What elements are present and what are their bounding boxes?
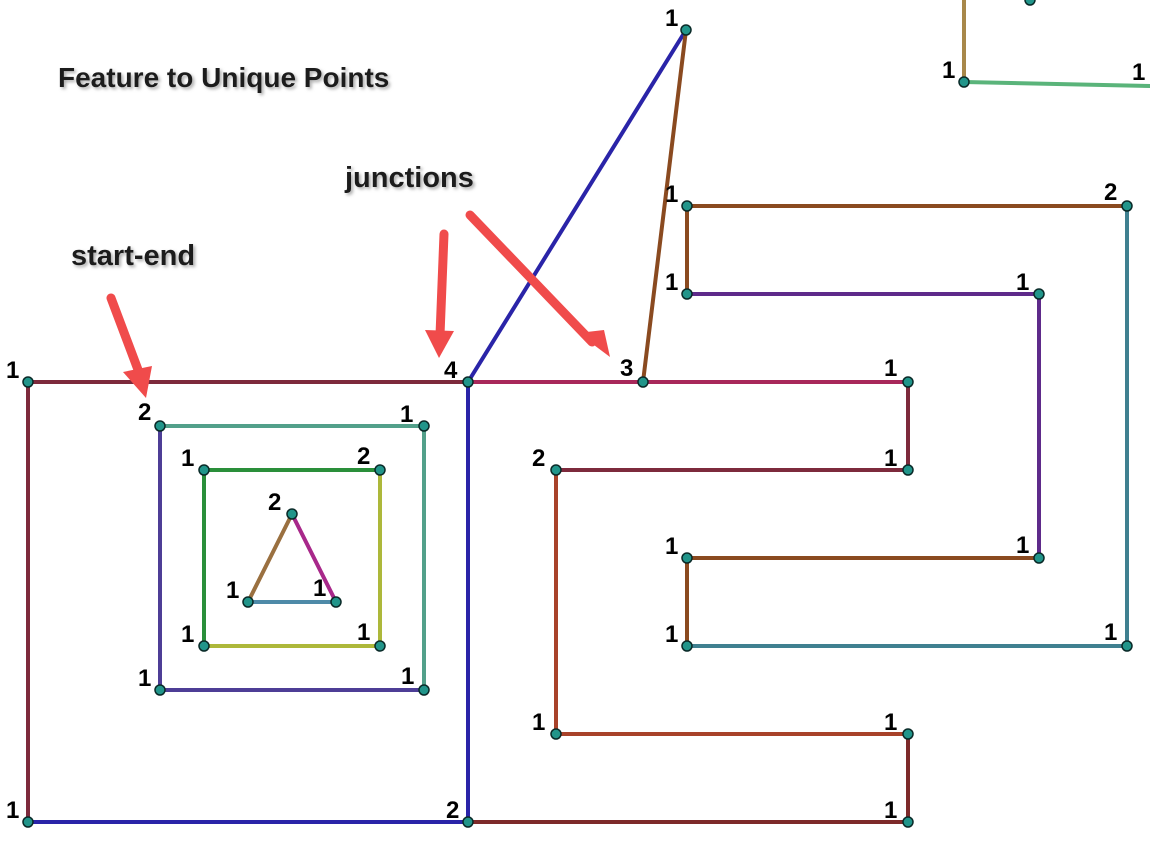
node xyxy=(902,816,914,828)
line-junction-diagonal xyxy=(466,28,688,384)
count-label: 1 xyxy=(665,533,678,560)
count-label: 2 xyxy=(1104,179,1117,206)
node xyxy=(374,464,386,476)
node xyxy=(418,420,430,432)
arrow-start-end-icon xyxy=(106,293,152,398)
line-triangle-right xyxy=(290,512,338,604)
line-middle-square-top-right xyxy=(158,424,426,692)
node xyxy=(681,640,693,652)
count-label: 1 xyxy=(665,269,678,296)
node xyxy=(198,464,210,476)
line-brown-diagonal xyxy=(641,28,688,384)
count-label: 2 xyxy=(268,489,281,516)
node xyxy=(958,76,970,88)
node xyxy=(902,376,914,388)
node xyxy=(550,464,562,476)
line-brown-short-a xyxy=(685,556,1041,648)
count-label: 1 xyxy=(6,357,19,384)
node xyxy=(1033,552,1045,564)
node xyxy=(374,640,386,652)
line-green-top-right xyxy=(962,80,1150,88)
annotation-arrows xyxy=(106,210,610,398)
line-inner-square-right-bottom xyxy=(202,468,382,648)
line-purple-loop xyxy=(685,292,1041,560)
node xyxy=(902,728,914,740)
line-lower-right-short xyxy=(554,380,910,472)
count-label: 1 xyxy=(942,57,955,84)
node xyxy=(154,684,166,696)
count-label: 1 xyxy=(226,577,239,604)
count-label: 3 xyxy=(620,355,633,382)
node xyxy=(681,288,693,300)
count-label: 2 xyxy=(357,443,370,470)
arrow-junction-diagonal-icon xyxy=(465,210,610,357)
line-features xyxy=(26,0,1150,824)
node xyxy=(22,816,34,828)
page-title: Feature to Unique Points xyxy=(58,62,389,93)
node xyxy=(154,420,166,432)
node xyxy=(1033,288,1045,300)
count-label: 1 xyxy=(884,445,897,472)
count-label: 1 xyxy=(884,797,897,824)
node xyxy=(1121,200,1133,212)
node xyxy=(680,24,692,36)
line-rust-loop xyxy=(554,468,910,736)
node xyxy=(902,464,914,476)
count-label: 1 xyxy=(884,709,897,736)
count-label: 1 xyxy=(1104,619,1117,646)
count-label: 4 xyxy=(444,357,458,384)
line-top-right-brown-a xyxy=(685,204,1129,296)
count-label: 1 xyxy=(400,401,413,428)
count-label: 1 xyxy=(357,619,370,646)
node xyxy=(637,376,649,388)
node xyxy=(242,596,254,608)
count-label: 2 xyxy=(532,445,545,472)
count-label: 1 xyxy=(1016,532,1029,559)
count-label: 1 xyxy=(138,665,151,692)
line-bottom-right xyxy=(466,732,910,824)
count-label: 1 xyxy=(181,621,194,648)
line-triangle-left xyxy=(246,512,294,604)
node-count-labels: 1 1 2 4 3 1 1 2 1 1 2 1 1 1 1 1 1 1 2 1 … xyxy=(6,5,1117,824)
node-points xyxy=(22,0,1133,828)
annotation-junctions: junctions xyxy=(344,162,474,194)
arrow-junction-down-icon xyxy=(425,229,454,358)
annotation-start-end: start-end xyxy=(71,240,195,272)
count-label: 1 xyxy=(665,181,678,208)
count-label: 1 xyxy=(665,621,678,648)
node xyxy=(22,376,34,388)
count-label: 1 xyxy=(6,797,19,824)
line-inner-square-left-top xyxy=(202,468,382,648)
node xyxy=(330,596,342,608)
node xyxy=(1121,640,1133,652)
count-label: 2 xyxy=(138,399,151,426)
count-label: 1 xyxy=(1132,59,1145,86)
count-label: 1 xyxy=(181,445,194,472)
node xyxy=(681,200,693,212)
node xyxy=(1024,0,1036,6)
count-label: 1 xyxy=(665,5,678,32)
count-label: 1 xyxy=(884,355,897,382)
count-label: 1 xyxy=(1016,269,1029,296)
count-label: 1 xyxy=(313,575,326,602)
node xyxy=(418,684,430,696)
node xyxy=(462,376,474,388)
count-label: 1 xyxy=(532,709,545,736)
node xyxy=(550,728,562,740)
node xyxy=(198,640,210,652)
count-label: 1 xyxy=(401,663,414,690)
line-middle-square-left-bottom xyxy=(158,424,426,692)
extra-count-labels: 2 1 1 xyxy=(268,57,1145,516)
node xyxy=(681,552,693,564)
node xyxy=(286,508,298,520)
count-label: 2 xyxy=(446,797,459,824)
node xyxy=(462,816,474,828)
